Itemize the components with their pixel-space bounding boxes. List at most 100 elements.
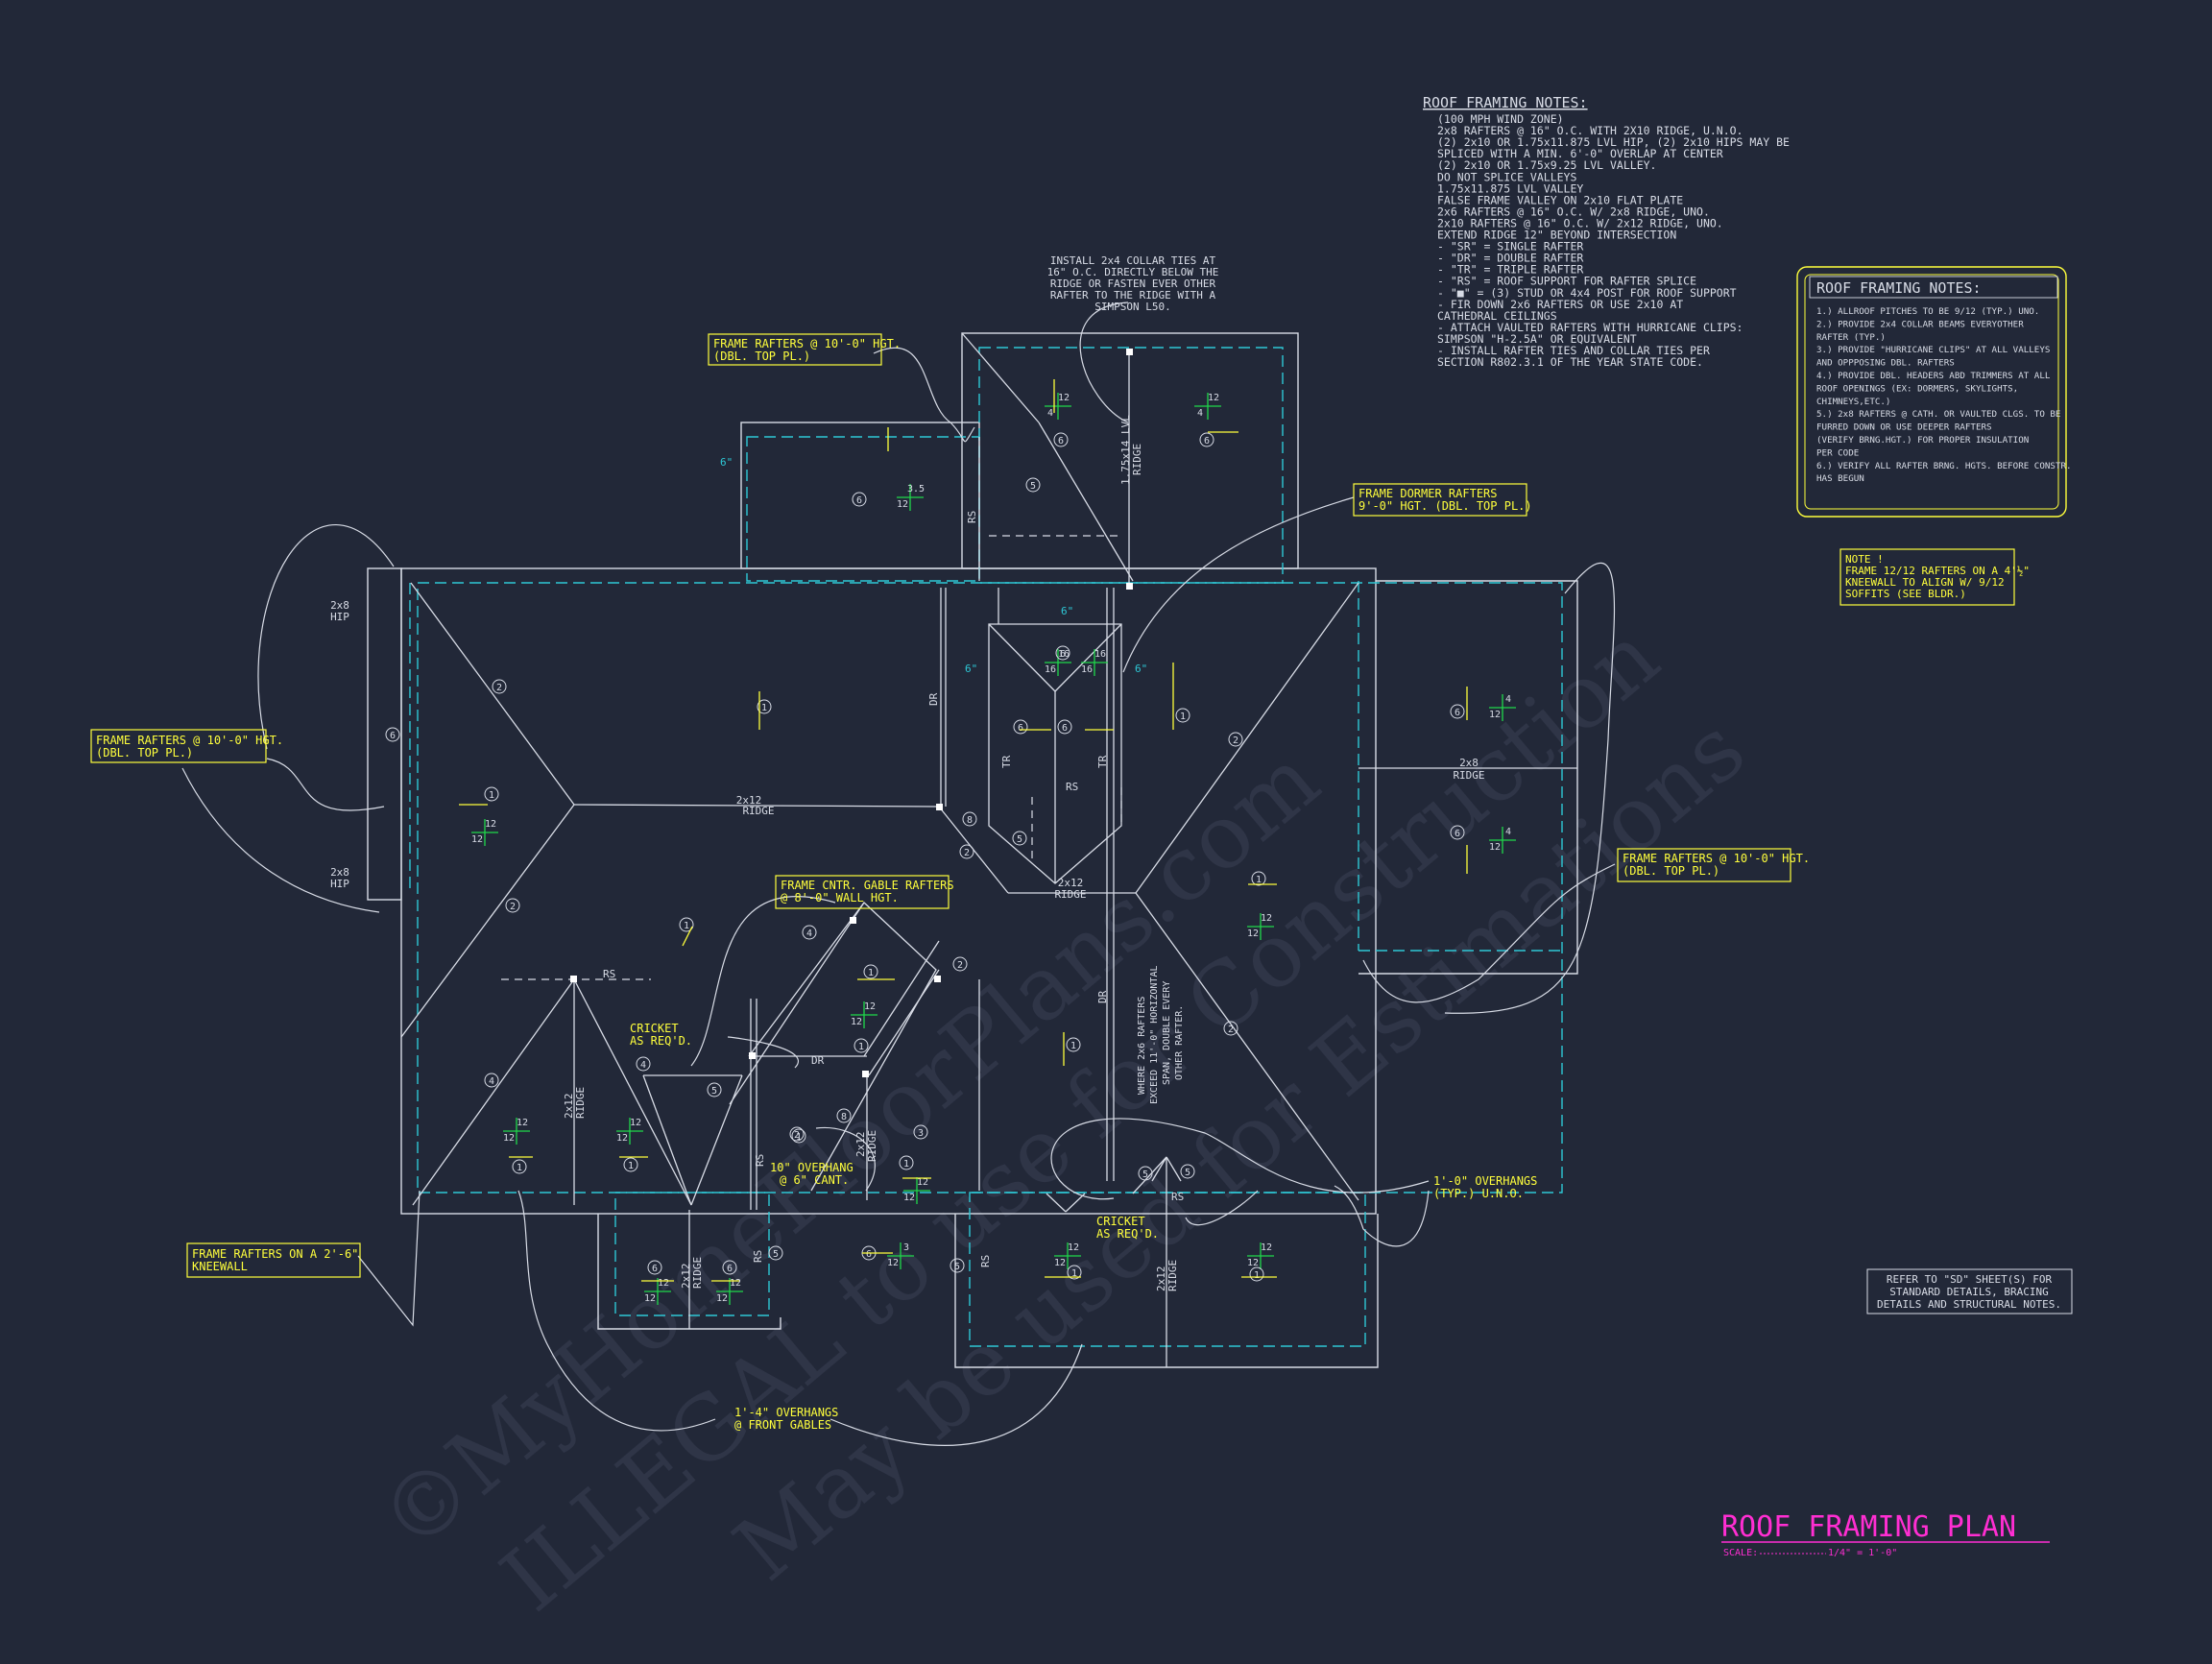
pitch-symbol-11 (903, 1177, 930, 1204)
svg-text:DETAILS AND STRUCTURAL NOTES.: DETAILS AND STRUCTURAL NOTES. (1877, 1298, 2061, 1311)
note-ref-number-6: 1 (489, 790, 494, 801)
svg-text:REFER TO "SD" SHEET(S) FOR: REFER TO "SD" SHEET(S) FOR (1887, 1273, 2053, 1286)
framing-notes-main-line-13: - "DR" = DOUBLE RAFTER (1437, 252, 1583, 265)
callout-center-gable: FRAME CNTR. GABLE RAFTERS @ 8'-0" WALL H… (775, 875, 954, 909)
note-ref-circle-26 (1066, 1037, 1081, 1052)
svg-text:FRAME RAFTERS ON A 2'-6": FRAME RAFTERS ON A 2'-6" (192, 1247, 358, 1261)
note-ref-circle-29 (707, 1082, 722, 1097)
framing-notes-main: ROOF FRAMING NOTES: (100 MPH WIND ZONE)2… (1423, 94, 1790, 369)
pitch-rise-4: 12 (485, 819, 496, 830)
pitch-symbol-16 (716, 1278, 743, 1305)
framing-notes-main-line-6: DO NOT SPLICE VALLEYS (1437, 170, 1576, 183)
six-inch-label-2: 6" (965, 663, 977, 675)
note-ref-number-29: 5 (711, 1086, 717, 1097)
pitch-symbol-12 (887, 1242, 914, 1269)
note-ref-circle-19 (1013, 719, 1028, 735)
pitch-rise-8: 12 (864, 1001, 876, 1012)
note-ref-number-42: 1 (1254, 1270, 1260, 1281)
note-ref-circle-21 (679, 917, 694, 932)
note-ref-number-32: 3 (918, 1128, 924, 1139)
svg-text:1'-0" OVERHANGS: 1'-0" OVERHANGS (1433, 1174, 1537, 1188)
note-ref-circle-23 (952, 956, 968, 972)
note-ref-number-36: 1 (903, 1159, 909, 1170)
ridge-label-front-right: 2x12 (1155, 1266, 1167, 1292)
pitch-run-2: 4 (1197, 408, 1203, 419)
note-ref-number-9: 6 (390, 731, 396, 741)
framing-notes-box-line-13: 6.) VERIFY ALL RAFTER BRNG. HGTS. BEFORE… (1816, 461, 2072, 471)
note-ref-number-44: 6 (727, 1264, 733, 1274)
note-ref-number-34: 1 (628, 1161, 634, 1171)
note-ref-circle-32 (913, 1124, 928, 1140)
pitch-rise-16: 12 (730, 1278, 741, 1289)
ridge-label-2x12: 2x12 (736, 794, 762, 807)
pitch-symbol-18 (1081, 649, 1108, 676)
ridge-label-gable-left-sub: RIDGE (574, 1087, 587, 1119)
framing-lines (400, 332, 1577, 1367)
pitch-symbol-2 (1194, 393, 1221, 420)
note-ref-number-26: 1 (1070, 1041, 1076, 1051)
svg-text:CRICKET: CRICKET (1096, 1215, 1145, 1228)
note-ref-number-11: 2 (1233, 736, 1238, 746)
ridge-label-2x12-sub: RIDGE (742, 805, 774, 817)
note-ref-circle-17 (1055, 645, 1070, 661)
framing-notes-box-line-3: RAFTER (TYP.) (1816, 332, 1886, 343)
pitch-run-13: 12 (1054, 1258, 1066, 1268)
note-ref-circle-44 (722, 1260, 737, 1275)
callouts: FRAME RAFTERS @ 10'-0" HGT. (DBL. TOP PL… (90, 333, 1810, 1432)
svg-text:10" OVERHANG: 10" OVERHANG (770, 1161, 854, 1174)
svg-text:SOFFITS (SEE BLDR.): SOFFITS (SEE BLDR.) (1845, 588, 1966, 600)
framing-notes-main-line-1: (100 MPH WIND ZONE) (1437, 112, 1564, 126)
hip-label-top: 2x8 (330, 599, 349, 612)
note-ref-number-40: 6 (866, 1249, 872, 1260)
note-ref-number-22: 4 (806, 928, 812, 939)
framing-notes-box-line-7: ROOF OPENINGS (EX: DORMERS, SKYLIGHTS, (1816, 383, 2018, 394)
pitch-rise-1: 12 (1058, 393, 1070, 403)
note-ref-circle-6 (484, 786, 499, 802)
dr-label-right: DR (1096, 990, 1109, 1003)
note-ref-number-41: 1 (1071, 1268, 1077, 1279)
refer-box: REFER TO "SD" SHEET(S) FOR STANDARD DETA… (1866, 1268, 2073, 1314)
note-ref-number-3: 5 (1030, 481, 1036, 492)
note-ref-circle-12 (1450, 704, 1465, 719)
pitch-rise-10: 12 (630, 1118, 641, 1128)
framing-notes-main-lines: (100 MPH WIND ZONE)2x8 RAFTERS @ 16" O.C… (1437, 112, 1790, 369)
pitch-rise-15: 12 (658, 1278, 669, 1289)
note-ref-circle-34 (623, 1157, 638, 1172)
svg-text:16" O.C. DIRECTLY BELOW THE: 16" O.C. DIRECTLY BELOW THE (1047, 266, 1219, 278)
rafter-splice-lines (501, 535, 1123, 980)
framing-notes-box-line-4: 3.) PROVIDE "HURRICANE CLIPS" AT ALL VAL… (1816, 345, 2050, 355)
pitch-run-12: 12 (887, 1258, 899, 1268)
ridge-label-front-right-sub: RIDGE (1166, 1260, 1179, 1291)
note-ref-number-28: 4 (640, 1060, 646, 1071)
svg-text:INSTALL 2x4 COLLAR TIES AT: INSTALL 2x4 COLLAR TIES AT (1050, 254, 1216, 267)
note-ref-circle-46 (1180, 1164, 1195, 1179)
pitch-symbol-13 (1054, 1242, 1081, 1269)
note-ref-number-33: 1 (517, 1163, 522, 1173)
pitch-rise-9: 12 (517, 1118, 528, 1128)
note-ref-circle-30 (789, 1126, 805, 1142)
framing-notes-box-line-6: 4.) PROVIDE DBL. HEADERS ABD TRIMMERS AT… (1816, 371, 2051, 381)
framing-notes-main-line-5: (2) 2x10 OR 1.75x9.25 LVL VALLEY. (1437, 158, 1656, 172)
note-ref-circle-31 (854, 1038, 869, 1053)
note-ref-number-13: 6 (1455, 829, 1460, 839)
ridge-label-2x8: 2x8 (1459, 757, 1479, 769)
svg-text:AS REQ'D.: AS REQ'D. (630, 1034, 692, 1048)
pitch-symbol-9 (503, 1118, 530, 1145)
ridge-label-front-left: 2x12 (680, 1264, 692, 1290)
rs-label-dormer: RS (1066, 781, 1078, 793)
framing-notes-main-line-10: 2x10 RAFTERS @ 16" O.C. W/ 2x12 RIDGE, U… (1437, 216, 1723, 229)
note-ref-number-43: 6 (652, 1264, 658, 1274)
callout-right: FRAME RAFTERS @ 10'-0" HGT. (DBL. TOP PL… (1617, 848, 1810, 882)
pitch-symbol-17 (1045, 649, 1071, 676)
svg-text:STANDARD DETAILS, BRACING: STANDARD DETAILS, BRACING (1889, 1286, 2049, 1298)
callout-kneewall: FRAME RAFTERS ON A 2'-6" KNEEWALL (186, 1242, 361, 1278)
roof-outline (367, 332, 1578, 1368)
title-block: ROOF FRAMING PLAN SCALE: 1/4" = 1'-0" (1721, 1510, 2050, 1558)
pitch-run-1: 4 (1047, 408, 1053, 419)
note-ref-circle-35 (836, 1108, 852, 1123)
note-ref-circle-5 (492, 679, 507, 694)
pitch-symbol-15 (644, 1278, 671, 1305)
framing-notes-main-line-7: 1.75x11.875 LVL VALLEY (1437, 181, 1583, 195)
svg-text:FRAME RAFTERS @ 10'-0" HGT.: FRAME RAFTERS @ 10'-0" HGT. (1623, 852, 1810, 865)
